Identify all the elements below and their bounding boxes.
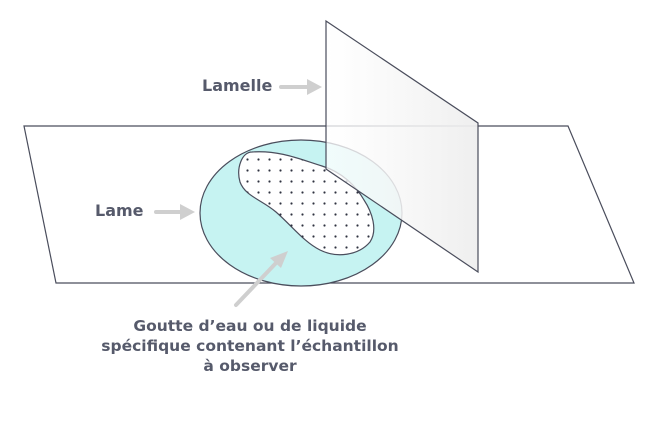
arrow-lamelle <box>279 79 322 95</box>
label-goutte-line-2: spécifique contenant l’échantillon <box>101 337 399 355</box>
coverslip-lamelle <box>325 19 479 274</box>
label-lame: Lame <box>95 201 144 220</box>
label-goutte-line-1: Goutte d’eau ou de liquide <box>133 317 367 335</box>
arrow-goutte <box>234 251 288 307</box>
label-goutte-line-3: à observer <box>203 357 297 375</box>
arrow-lame <box>154 204 195 220</box>
label-goutte: Goutte d’eau ou de liquide spécifique co… <box>40 316 460 376</box>
label-lamelle: Lamelle <box>202 76 273 95</box>
